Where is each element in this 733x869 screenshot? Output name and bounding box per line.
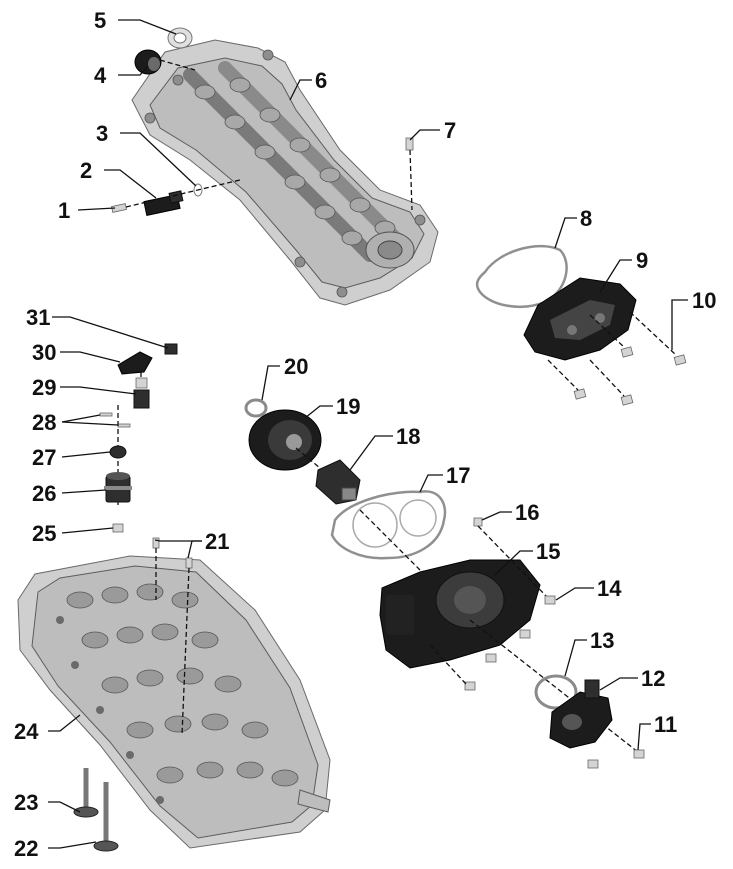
callout-6: 6 (315, 68, 327, 93)
sprocket-part-19 (248, 409, 322, 471)
camshaft-housing (131, 39, 439, 306)
callout-10: 10 (692, 288, 716, 313)
connector-part-31 (164, 343, 178, 355)
callout-5: 5 (94, 8, 106, 33)
callout-30: 30 (32, 340, 56, 365)
bolts-part-14 (464, 595, 556, 691)
sensor-part-2 (143, 190, 184, 216)
callout-1: 1 (58, 198, 70, 223)
bolts-part-11 (587, 749, 645, 769)
callout-20: 20 (284, 354, 308, 379)
callout-14: 14 (597, 576, 622, 601)
gasket-part-17 (330, 490, 447, 560)
callout-16: 16 (515, 500, 539, 525)
callout-26: 26 (32, 481, 56, 506)
cylinder-head (17, 555, 331, 849)
callout-8: 8 (580, 206, 592, 231)
valve-part-23 (73, 768, 99, 818)
solenoid-part-30 (117, 351, 153, 375)
shaft-part-18 (315, 459, 361, 505)
callout-31: 31 (26, 305, 50, 330)
bolts-part-10 (573, 346, 687, 406)
leader-lines (48, 19, 688, 849)
callout-9: 9 (636, 248, 648, 273)
ball-part-27 (109, 445, 127, 459)
callout-29: 29 (32, 375, 56, 400)
callout-12: 12 (641, 666, 665, 691)
callout-22: 22 (14, 836, 38, 861)
callout-13: 13 (590, 628, 614, 653)
valve-part-22 (93, 782, 119, 852)
callout-24: 24 (14, 719, 39, 744)
callout-11: 11 (654, 712, 677, 737)
callout-2: 2 (80, 158, 92, 183)
housing-part-15 (379, 559, 541, 669)
cap-part-4 (134, 49, 162, 75)
pump-body-part-9 (523, 277, 637, 361)
callout-27: 27 (32, 445, 56, 470)
callout-23: 23 (14, 790, 38, 815)
bolt-part-7 (405, 137, 414, 151)
callout-19: 19 (336, 394, 360, 419)
bolt-part-1 (111, 203, 127, 213)
callout-21: 21 (205, 529, 229, 554)
callout-4: 4 (94, 63, 107, 88)
plunger-part-29 (133, 377, 150, 409)
seal-ring-part-5 (167, 27, 193, 49)
callout-18: 18 (396, 424, 420, 449)
bushing-part-26 (104, 472, 132, 503)
callout-28: 28 (32, 410, 56, 435)
callout-15: 15 (536, 539, 560, 564)
pump-part-12 (549, 679, 613, 749)
callout-labels: 5 4 6 3 7 2 1 8 9 10 31 30 20 29 19 28 1… (14, 8, 716, 861)
plug-part-25 (112, 523, 124, 533)
oring-part-13 (534, 674, 578, 710)
callout-7: 7 (444, 118, 456, 143)
callout-3: 3 (96, 121, 108, 146)
bolt-part-16 (473, 517, 483, 527)
oring-part-20 (244, 398, 268, 418)
callout-17: 17 (446, 463, 470, 488)
callout-25: 25 (32, 521, 56, 546)
